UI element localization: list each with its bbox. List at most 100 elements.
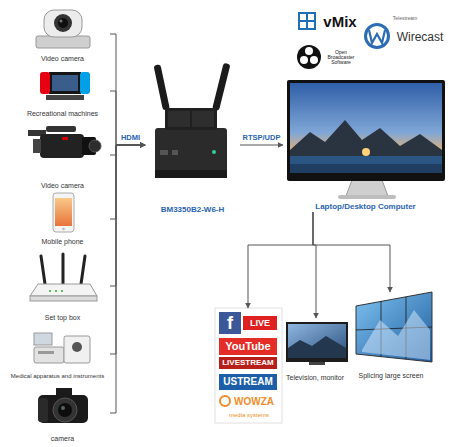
mobile-phone-illustration: [62, 228, 65, 231]
software-logo: Open Broadcaster Software: [323, 45, 359, 69]
caption: Video camera: [41, 182, 84, 190]
obs-logo: [310, 56, 318, 64]
computer-illustration: [290, 156, 442, 173]
source-device: Mobile phone: [15, 192, 110, 246]
vmix-logo: [300, 14, 306, 20]
computer-illustration: [362, 148, 370, 156]
medical-apparatus-illustration: [38, 351, 54, 354]
game-console-illustration: [52, 75, 78, 91]
wirecast-logo: [369, 30, 385, 43]
source-device: Video camera: [15, 5, 110, 63]
streaming-panel-illustration: [215, 308, 282, 423]
caption: Video camera: [41, 55, 84, 63]
streaming-panel-illustration: [220, 396, 230, 406]
game-console-illustration: [80, 72, 90, 94]
signal-label: RTSP/UDP: [232, 133, 292, 143]
set-top-box-illustration: [30, 284, 97, 296]
encoder-illustration: [172, 150, 178, 155]
wirecast-logo: [364, 23, 390, 49]
vmix-logo: [300, 22, 306, 28]
caption: Splicing large screen: [359, 372, 424, 380]
obs-logo: [300, 56, 308, 64]
caption: Television, monitor: [286, 374, 344, 382]
dslr-camera-illustration: [58, 403, 72, 417]
set-top-box-illustration: [61, 290, 63, 292]
ptz-camera-illustration: [36, 10, 90, 48]
camcorder-illustration: [89, 140, 101, 152]
large-screen-illustration: [356, 292, 432, 362]
caption: Recreational machines: [27, 110, 98, 118]
dslr-camera-illustration: [53, 398, 77, 422]
connector: [110, 145, 145, 413]
dslr-camera-illustration: [38, 395, 88, 423]
connector: [248, 212, 313, 308]
television-illustration: [288, 324, 346, 358]
platform-logo-text: f: [219, 312, 241, 334]
caption: Set top box: [45, 314, 80, 322]
wirecast-logo: [364, 23, 390, 49]
set-top-box-illustration: [41, 256, 45, 284]
television-illustration: [288, 336, 346, 358]
encoder-illustration: [155, 128, 227, 178]
medical-apparatus-illustration: [34, 347, 64, 363]
connector: [110, 34, 145, 145]
obs-logo: [297, 45, 321, 69]
streaming-panel: fLIVE YouTubeLIVESTREAM USTREAM WOWZA media …: [215, 308, 282, 423]
platform-logo-text: WOWZA: [229, 396, 279, 408]
software-logo: vMix: [318, 10, 362, 32]
caption: camera: [51, 435, 74, 443]
platform-logo-text: media systems: [219, 410, 279, 419]
computer-illustration: [287, 80, 445, 199]
set-top-box-illustration: [81, 256, 85, 284]
computer-illustration: [290, 120, 442, 156]
camcorder-illustration: [33, 139, 41, 153]
large-screen-illustration: [362, 310, 430, 360]
encoder-illustration: [192, 111, 214, 127]
source-device: Video camera: [15, 120, 110, 190]
platform-logo-text: YouTube: [219, 338, 277, 355]
medical-apparatus-illustration: [34, 333, 90, 363]
platform-logo-text: LIVESTREAM: [219, 357, 277, 369]
connector: [313, 212, 390, 292]
dslr-camera-illustration: [38, 398, 48, 422]
encoder-illustration: [154, 63, 231, 178]
dslr-camera-illustration: [38, 388, 88, 423]
encoder-illustration: [154, 64, 170, 110]
ptz-camera-illustration: [60, 20, 63, 23]
caption: Medical apparatus and instruments: [11, 373, 104, 380]
platform-logo-text: USTREAM: [219, 374, 277, 390]
medical-apparatus-illustration: [72, 342, 82, 352]
connector: [110, 145, 145, 354]
connector: [313, 212, 316, 318]
obs-logo: [305, 47, 313, 55]
computer-box: Laptop/Desktop Computer: [283, 78, 448, 212]
camcorder-illustration: [46, 126, 76, 132]
camcorder-illustration: [62, 137, 68, 140]
mobile-phone-illustration: [55, 198, 72, 226]
medical-apparatus-illustration: [64, 336, 90, 363]
computer-illustration: [338, 195, 396, 199]
software-logo: Wirecast: [390, 30, 450, 44]
computer-illustration: [287, 80, 445, 181]
television-illustration: [309, 362, 325, 365]
television-illustration: [286, 322, 348, 365]
platform-logo-text: LIVE: [243, 316, 277, 330]
encoder-illustration: [212, 150, 216, 154]
source-device: Recreational machines: [15, 64, 110, 118]
obs-logo: [297, 45, 321, 69]
set-top-box-illustration: [30, 296, 97, 301]
set-top-box-illustration: [30, 254, 97, 301]
vmix-logo: [298, 12, 316, 30]
game-console-illustration: [46, 95, 84, 100]
computer-illustration: [290, 164, 442, 173]
source-device: camera: [15, 383, 110, 443]
ptz-camera-illustration: [36, 36, 90, 48]
source-device: Set top box: [15, 250, 110, 322]
set-top-box-illustration: [62, 254, 65, 284]
dslr-camera-illustration: [61, 406, 65, 410]
signal-label: HDMI: [101, 133, 161, 143]
encoder-illustration: [155, 170, 227, 178]
mobile-phone-illustration: [53, 193, 74, 232]
display-box: Splicing large screen: [351, 292, 431, 380]
